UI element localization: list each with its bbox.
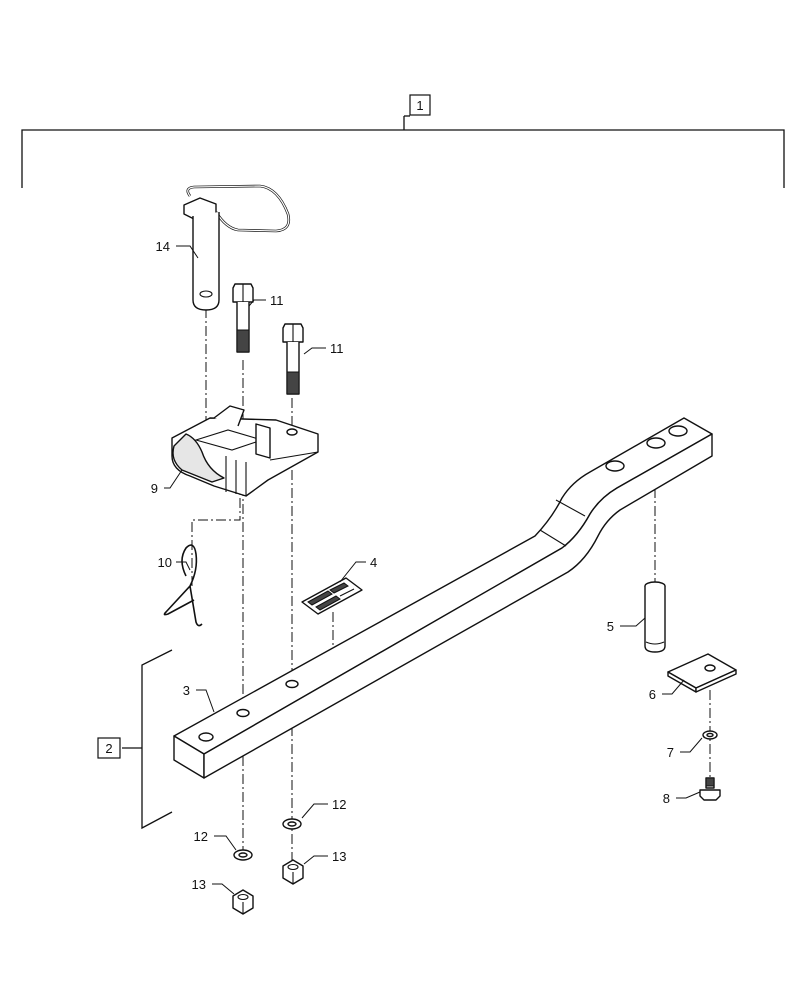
callout-5[interactable]: 5 [607, 619, 614, 634]
nut-left[interactable] [232, 889, 254, 915]
leader-lines [164, 245, 703, 895]
callout-11-upper[interactable]: 11 [270, 293, 284, 308]
callout-12-left[interactable]: 12 [194, 829, 208, 844]
spring-clip[interactable] [163, 544, 203, 627]
decal-label[interactable] [301, 577, 363, 615]
bolt-upper[interactable] [232, 283, 254, 353]
callout-6[interactable]: 6 [649, 687, 656, 702]
hitch-jaw[interactable] [171, 405, 319, 497]
callout-14[interactable]: 14 [156, 239, 170, 254]
assembly-bracket-2: 2 [97, 649, 173, 830]
bolt-small[interactable] [699, 777, 721, 801]
callout-3[interactable]: 3 [183, 683, 190, 698]
pin[interactable] [644, 581, 666, 653]
callout-4[interactable]: 4 [370, 555, 377, 570]
callout-12-right[interactable]: 12 [332, 797, 346, 812]
callout-8[interactable]: 8 [663, 791, 670, 806]
callout-1: 1 [416, 98, 423, 113]
nut-right[interactable] [282, 859, 304, 885]
callout-box-1[interactable] [409, 94, 431, 116]
drawbar[interactable] [173, 417, 713, 779]
callout-11-lower[interactable]: 11 [330, 341, 344, 356]
callout-13-left[interactable]: 13 [192, 877, 206, 892]
bolt-lower[interactable] [282, 323, 304, 395]
hitch-pin-handle[interactable] [183, 184, 291, 311]
assembly-bracket-1: 1 [21, 94, 785, 188]
callout-2: 2 [105, 741, 112, 756]
washer-small[interactable] [702, 730, 718, 740]
callout-10[interactable]: 10 [158, 555, 172, 570]
callout-13-right[interactable]: 13 [332, 849, 346, 864]
washer-right[interactable] [282, 818, 302, 830]
washer-left[interactable] [233, 849, 253, 861]
callout-9[interactable]: 9 [151, 481, 158, 496]
callout-box-2[interactable] [97, 737, 121, 759]
callout-7[interactable]: 7 [667, 745, 674, 760]
